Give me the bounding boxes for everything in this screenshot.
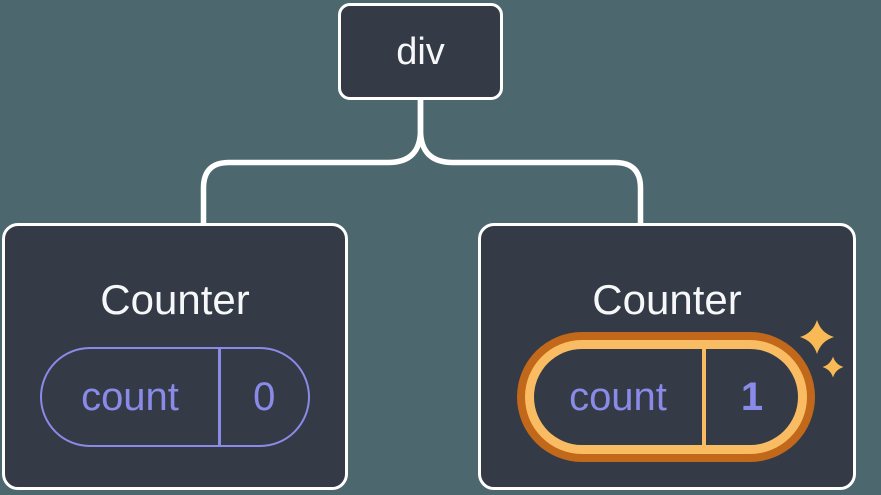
state-badge-highlight-inner-ring: count 1 [525, 340, 807, 454]
state-badge-count-1-highlight-ring: count 1 [517, 332, 815, 462]
tree-node-counter-left: Counter count 0 [2, 223, 348, 490]
div-node-label: div [396, 30, 445, 73]
state-key-label: count [569, 375, 667, 419]
sparkle-icon-small [822, 356, 844, 378]
state-value-label: 0 [253, 375, 276, 419]
state-value-label: 1 [740, 375, 764, 419]
sparkle-icon [800, 320, 844, 378]
state-badge-count-0: count 0 [40, 347, 310, 447]
connector-right-branch [417, 100, 644, 223]
state-badge-divider [702, 349, 706, 445]
state-badge-divider [218, 349, 221, 445]
state-badge-count-1: count 1 [534, 349, 798, 445]
sparkle-icon-large [800, 320, 834, 354]
tree-node-counter-right: Counter count 1 [478, 223, 856, 490]
tree-node-div: div [338, 3, 503, 100]
state-key-label: count [81, 375, 179, 419]
counter-right-title: Counter [592, 276, 742, 323]
connector-left-branch [200, 100, 424, 223]
counter-left-title: Counter [100, 276, 250, 323]
